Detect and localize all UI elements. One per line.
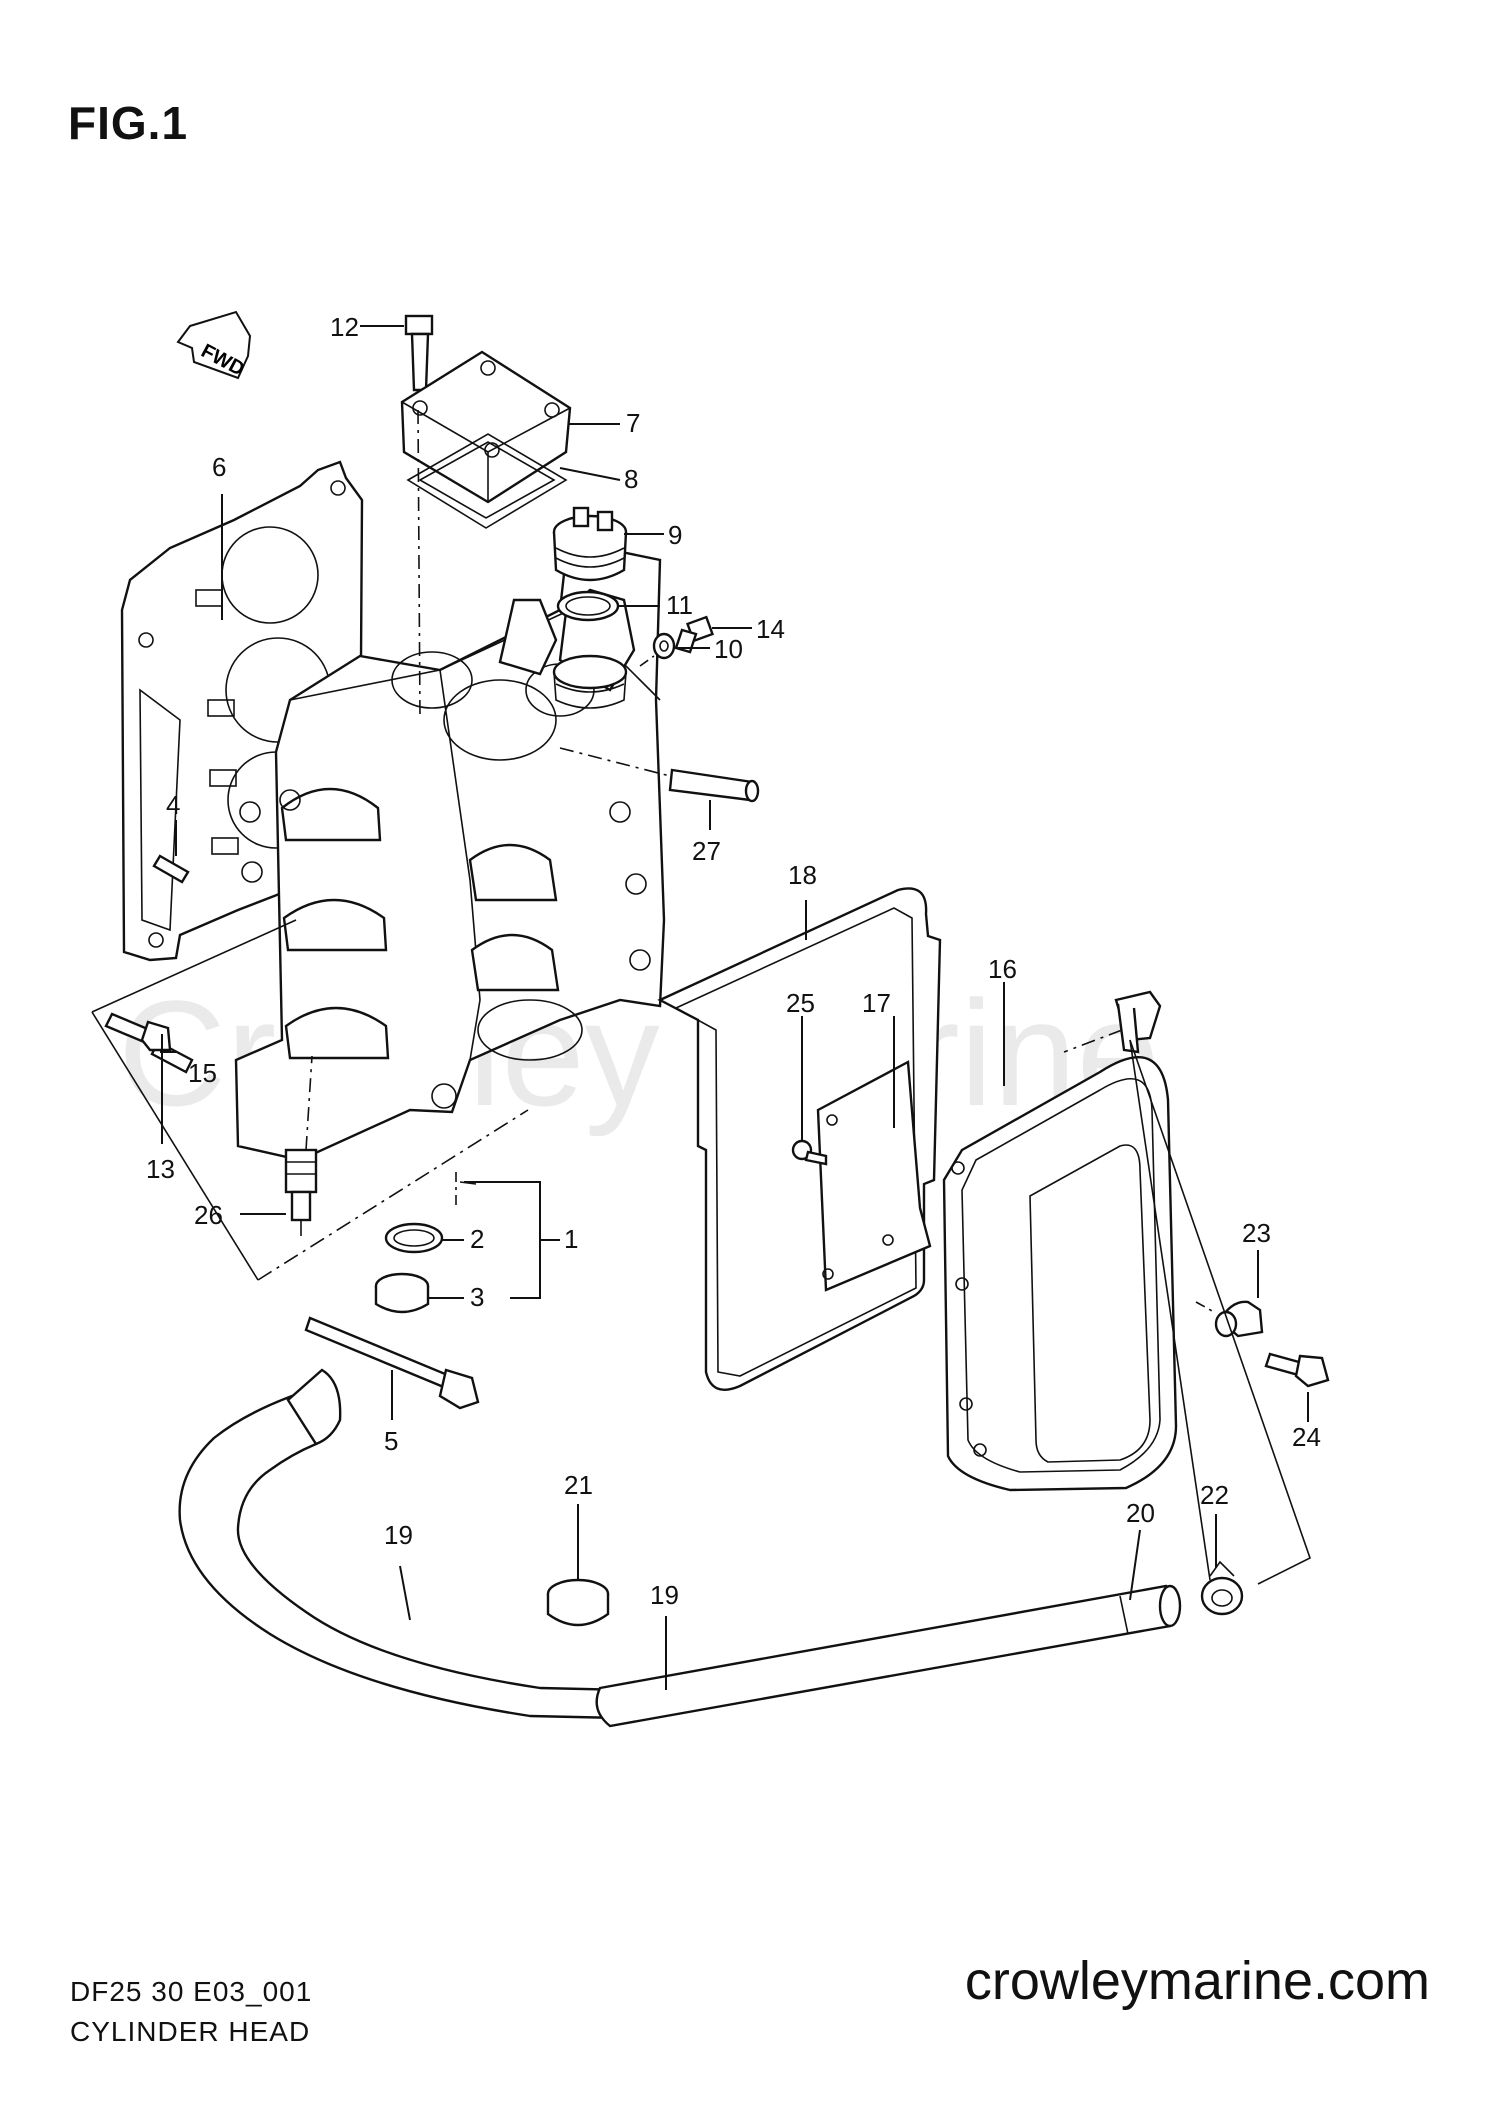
- callout-16[interactable]: 16: [988, 954, 1017, 984]
- side-cover-part-16[interactable]: [942, 990, 1178, 1492]
- screw-part-14[interactable]: [674, 615, 715, 654]
- callout-25[interactable]: 25: [786, 988, 815, 1018]
- cap-part-9[interactable]: [552, 506, 628, 582]
- callout-12[interactable]: 12: [330, 312, 359, 342]
- hose-part-19[interactable]: [178, 1368, 632, 1720]
- leader-lines: [160, 325, 1309, 1690]
- callout-2[interactable]: 2: [470, 1224, 484, 1254]
- clip-part-22[interactable]: [1200, 1560, 1244, 1616]
- section-name: CYLINDER HEAD: [70, 2016, 311, 2047]
- callout-22[interactable]: 22: [1200, 1480, 1229, 1510]
- callout-19-left[interactable]: 19: [384, 1520, 413, 1550]
- callout-5[interactable]: 5: [384, 1426, 398, 1456]
- callout-1[interactable]: 1: [564, 1224, 578, 1254]
- washer-part-10[interactable]: [652, 632, 676, 660]
- hose-part-20[interactable]: [595, 1584, 1182, 1728]
- spark-plug-part-26[interactable]: [284, 1148, 318, 1236]
- callout-17[interactable]: 17: [862, 988, 891, 1018]
- callout-20[interactable]: 20: [1126, 1498, 1155, 1528]
- callout-26[interactable]: 26: [194, 1200, 223, 1230]
- model-code: DF25 30 E03_001: [70, 1976, 313, 2007]
- thermostat-neck: [552, 654, 628, 709]
- callout-19-center[interactable]: 19: [650, 1580, 679, 1610]
- bolt-part-12[interactable]: [404, 314, 434, 392]
- gasket-part-8[interactable]: [406, 433, 568, 529]
- long-bolt-part-5[interactable]: [304, 1316, 480, 1410]
- callout-6[interactable]: 6: [212, 452, 226, 482]
- callout-27[interactable]: 27: [692, 836, 721, 866]
- callout-15[interactable]: 15: [188, 1058, 217, 1088]
- website-link[interactable]: crowleymarine.com: [964, 1951, 1430, 2011]
- pin-part-27[interactable]: [668, 768, 760, 803]
- plug-part-3[interactable]: [374, 1272, 430, 1314]
- stud-part-4[interactable]: [152, 854, 190, 884]
- callout-18[interactable]: 18: [788, 860, 817, 890]
- callout-23[interactable]: 23: [1242, 1218, 1271, 1248]
- bolt-part-24[interactable]: [1264, 1352, 1330, 1388]
- callout-24[interactable]: 24: [1292, 1422, 1321, 1452]
- callout-8[interactable]: 8: [624, 464, 638, 494]
- callout-14[interactable]: 14: [756, 614, 785, 644]
- figure-title: FIG.1: [68, 97, 189, 149]
- callout-3[interactable]: 3: [470, 1282, 484, 1312]
- callout-labels: 12 7 8 9 11 14 10 6 4 27 18 16 17 25 15 …: [146, 312, 1321, 1610]
- callout-4[interactable]: 4: [166, 790, 180, 820]
- ring-part-2[interactable]: [384, 1222, 444, 1254]
- callout-7[interactable]: 7: [626, 408, 640, 438]
- callout-21[interactable]: 21: [564, 1470, 593, 1500]
- callout-11[interactable]: 11: [666, 590, 693, 620]
- callout-10[interactable]: 10: [714, 634, 743, 664]
- forward-arrow-icon: FWD: [176, 310, 252, 381]
- callout-9[interactable]: 9: [668, 520, 682, 550]
- sleeve-part-21[interactable]: [546, 1578, 610, 1627]
- callout-13[interactable]: 13: [146, 1154, 175, 1184]
